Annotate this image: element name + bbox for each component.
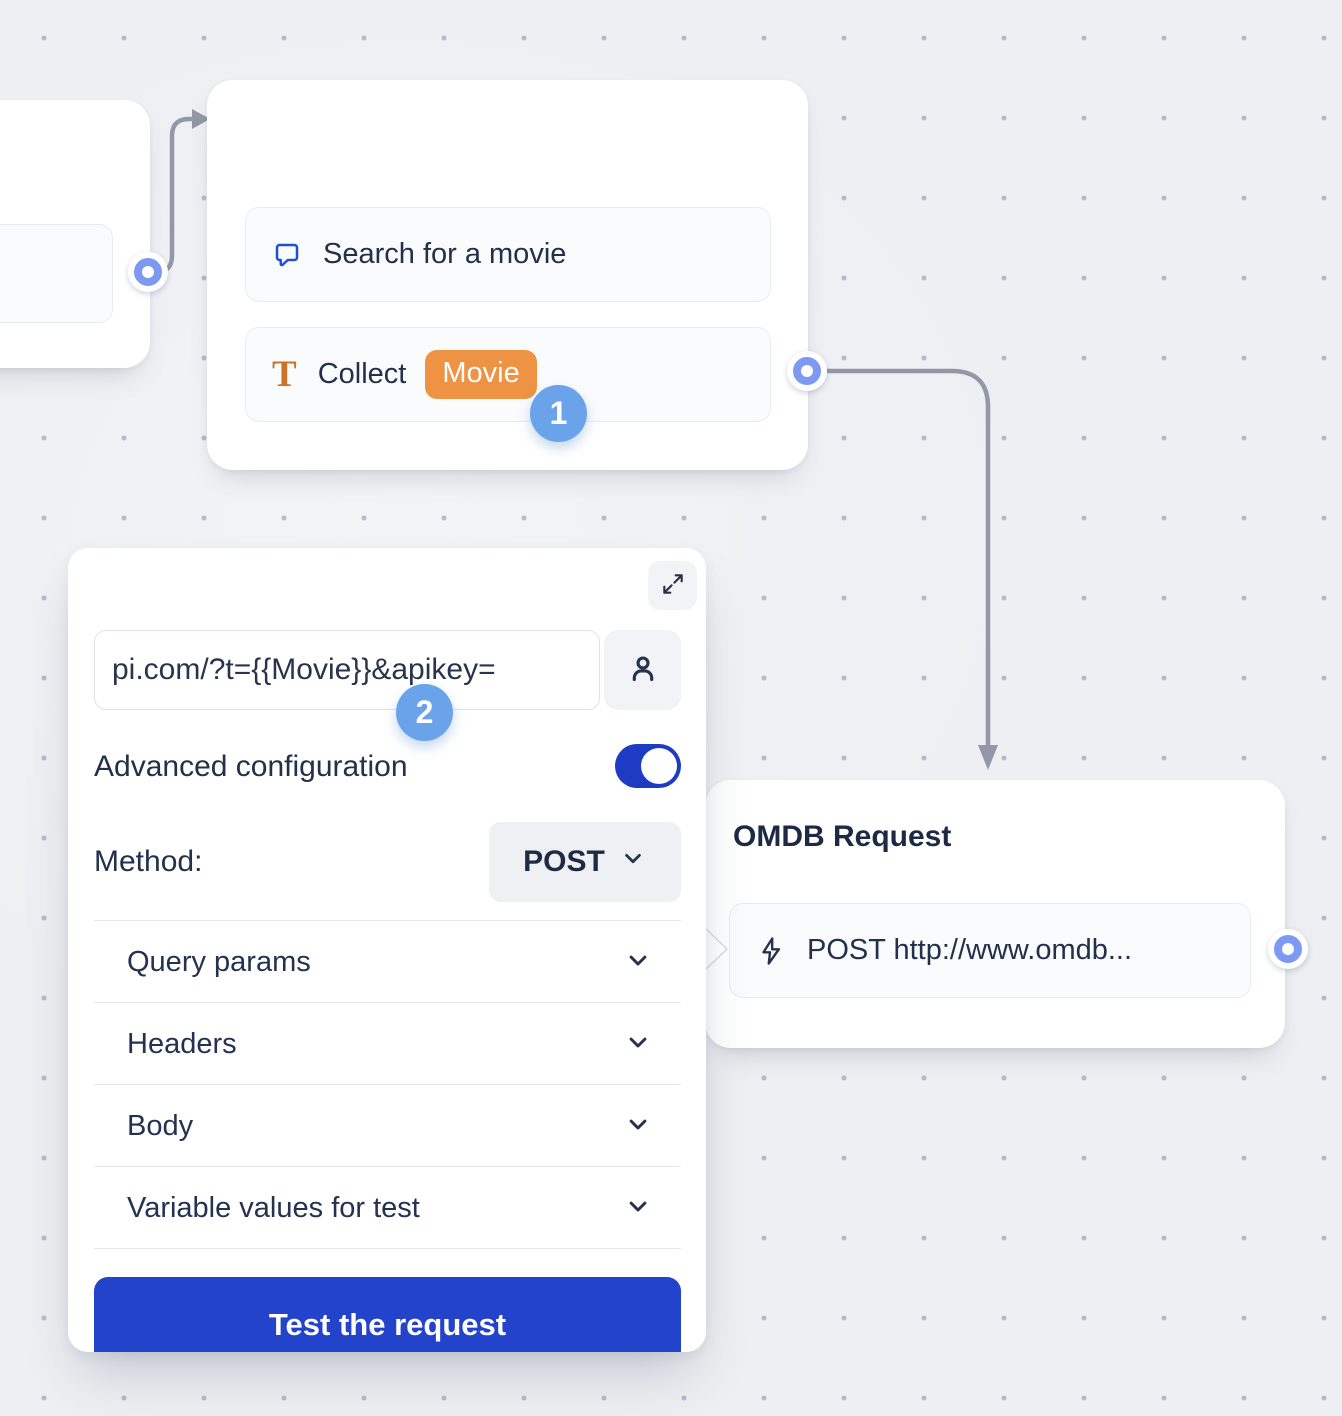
section-body[interactable]: Body: [94, 1085, 681, 1167]
previous-node-output-port[interactable]: [128, 252, 168, 292]
tutorial-step-badge-1: 1: [530, 385, 587, 442]
section-label: Query params: [127, 945, 311, 978]
expand-diagonal-icon: [660, 571, 686, 600]
divider: [94, 920, 681, 921]
method-select[interactable]: POST: [489, 822, 681, 902]
movie-search-node-card[interactable]: Movie search Search for a movie T Collec…: [207, 80, 808, 470]
chevron-down-icon: [623, 1027, 653, 1062]
previous-node-card[interactable]: [0, 100, 150, 368]
advanced-configuration-toggle[interactable]: [615, 744, 681, 788]
chat-bubble-icon: [272, 240, 302, 270]
divider: [94, 1166, 681, 1167]
divider: [94, 1084, 681, 1085]
section-label: Headers: [127, 1027, 237, 1060]
node-title: OMDB Request: [733, 820, 952, 853]
port-ring: [1274, 935, 1302, 963]
request-url-input[interactable]: [94, 630, 600, 710]
collect-block-row[interactable]: T Collect Movie: [245, 327, 771, 422]
method-label: Method:: [94, 845, 203, 878]
webhook-block-row[interactable]: POST http://www.omdb...: [729, 903, 1251, 998]
chevron-down-icon: [619, 844, 647, 880]
advanced-configuration-label: Advanced configuration: [94, 750, 408, 783]
section-query-params[interactable]: Query params: [94, 921, 681, 1003]
section-label: Variable values for test: [127, 1191, 420, 1224]
collect-block-label: Collect: [317, 358, 407, 390]
divider: [94, 1002, 681, 1003]
section-headers[interactable]: Headers: [94, 1003, 681, 1085]
message-block-label: Search for a movie: [323, 238, 567, 270]
chevron-down-icon: [623, 1191, 653, 1226]
omdb-output-port[interactable]: [1268, 929, 1308, 969]
connector-movie-search-to-omdb: [818, 368, 991, 750]
connector-prev-to-movie-search: [148, 116, 196, 275]
webhook-block-label: POST http://www.omdb...: [807, 934, 1133, 966]
message-block-row[interactable]: Search for a movie: [245, 207, 771, 302]
variable-badge: Movie: [425, 350, 537, 399]
tutorial-step-badge-2: 2: [396, 684, 453, 741]
section-variable-values[interactable]: Variable values for test: [94, 1167, 681, 1249]
port-ring: [793, 357, 821, 385]
insert-variable-button[interactable]: [604, 630, 681, 710]
chevron-down-icon: [623, 945, 653, 980]
toggle-knob: [641, 748, 677, 784]
previous-node-item-row[interactable]: [0, 224, 113, 323]
lightning-icon: [756, 936, 786, 966]
movie-search-output-port[interactable]: [787, 351, 827, 391]
divider: [94, 1248, 681, 1249]
method-value: POST: [523, 845, 605, 878]
test-request-button[interactable]: Test the request: [94, 1277, 681, 1352]
text-collect-icon: T: [272, 354, 297, 395]
connector-arrowhead-down: [978, 745, 998, 770]
expand-panel-button[interactable]: [648, 561, 697, 610]
section-label: Body: [127, 1109, 194, 1142]
chevron-down-icon: [623, 1109, 653, 1144]
person-icon: [625, 651, 661, 690]
port-ring: [134, 258, 162, 286]
omdb-request-node-card[interactable]: OMDB Request POST http://www.omdb...: [705, 780, 1285, 1048]
webhook-editor-panel: Advanced configuration Method: POST Quer…: [68, 548, 706, 1352]
